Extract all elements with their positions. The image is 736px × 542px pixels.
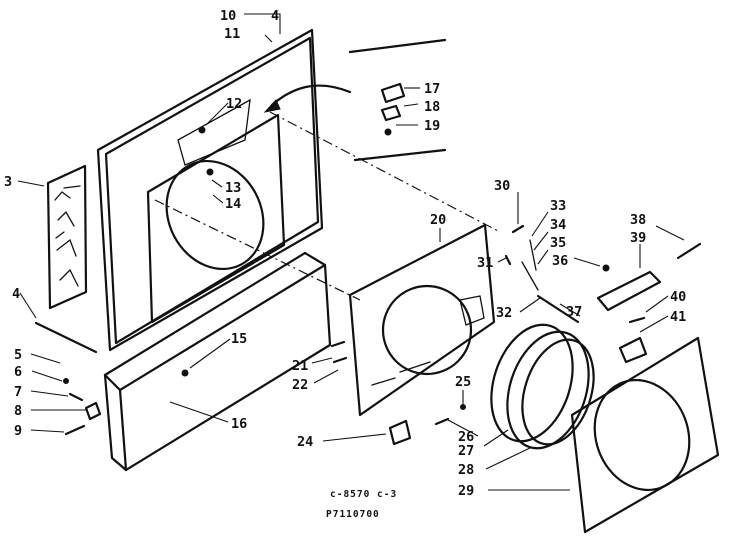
glass-panel-part — [46, 164, 88, 310]
label-part-5: 5 — [14, 347, 22, 363]
label-part-26: 26 — [458, 429, 474, 445]
label-part-36: 36 — [552, 253, 568, 269]
label-part-29: 29 — [458, 483, 474, 499]
label-part-18: 18 — [424, 99, 440, 115]
label-part-28: 28 — [458, 462, 474, 478]
label-part-12: 12 — [226, 96, 242, 112]
label-part-19: 19 — [424, 118, 440, 134]
control-panel-part — [96, 28, 324, 352]
detail-inset-arrow — [270, 84, 352, 107]
diagram-number: P7110700 — [326, 509, 380, 520]
inner-door-part — [348, 223, 496, 417]
label-part-6: 6 — [14, 364, 22, 380]
label-part-34: 34 — [550, 217, 566, 233]
pin-part — [434, 417, 450, 426]
label-part-16: 16 — [231, 416, 247, 432]
drawing-code: c-8570 c-3 — [330, 489, 397, 500]
label-part-21: 21 — [292, 358, 308, 374]
label-part-17: 17 — [424, 81, 440, 97]
label-part-4-top: 4 — [271, 8, 279, 24]
part-number-labels: 10 4 11 12 13 14 3 4 5 6 7 8 9 15 16 17 … — [4, 8, 686, 520]
leader-lines — [17, 13, 685, 491]
label-part-40: 40 — [670, 289, 686, 305]
label-part-4: 4 — [12, 286, 20, 302]
label-part-20: 20 — [430, 212, 446, 228]
label-part-39: 39 — [630, 230, 646, 246]
label-part-15: 15 — [231, 331, 247, 347]
label-part-22: 22 — [292, 377, 308, 393]
label-part-37: 37 — [566, 304, 582, 320]
label-part-10: 10 — [220, 8, 236, 24]
door-catch-part — [388, 419, 412, 446]
label-part-30: 30 — [494, 178, 510, 194]
label-part-8: 8 — [14, 403, 22, 419]
latch-hardware-parts — [504, 224, 702, 364]
label-part-25: 25 — [455, 374, 471, 390]
screw-part — [460, 404, 466, 410]
alignment-line — [269, 111, 501, 233]
label-part-14: 14 — [225, 196, 241, 212]
label-part-38: 38 — [630, 212, 646, 228]
label-part-7: 7 — [14, 384, 22, 400]
label-part-13: 13 — [225, 180, 241, 196]
label-part-33: 33 — [550, 198, 566, 214]
hinge-pin-part — [330, 340, 348, 364]
label-part-41: 41 — [670, 309, 686, 325]
label-part-3: 3 — [4, 174, 12, 190]
detail-inset-box — [348, 38, 447, 162]
label-part-35: 35 — [550, 235, 566, 251]
label-part-32: 32 — [496, 305, 512, 321]
label-part-9: 9 — [14, 423, 22, 439]
lower-panel-part — [103, 251, 332, 472]
label-part-11: 11 — [224, 26, 240, 42]
door-gasket-parts — [490, 323, 595, 450]
arrowhead — [263, 99, 281, 113]
top-bracket-part — [380, 82, 406, 136]
hinge-hardware-parts — [34, 321, 102, 436]
outer-door-part — [570, 336, 720, 534]
label-part-27: 27 — [458, 443, 474, 459]
label-part-24: 24 — [297, 434, 313, 450]
label-part-31: 31 — [477, 255, 493, 271]
